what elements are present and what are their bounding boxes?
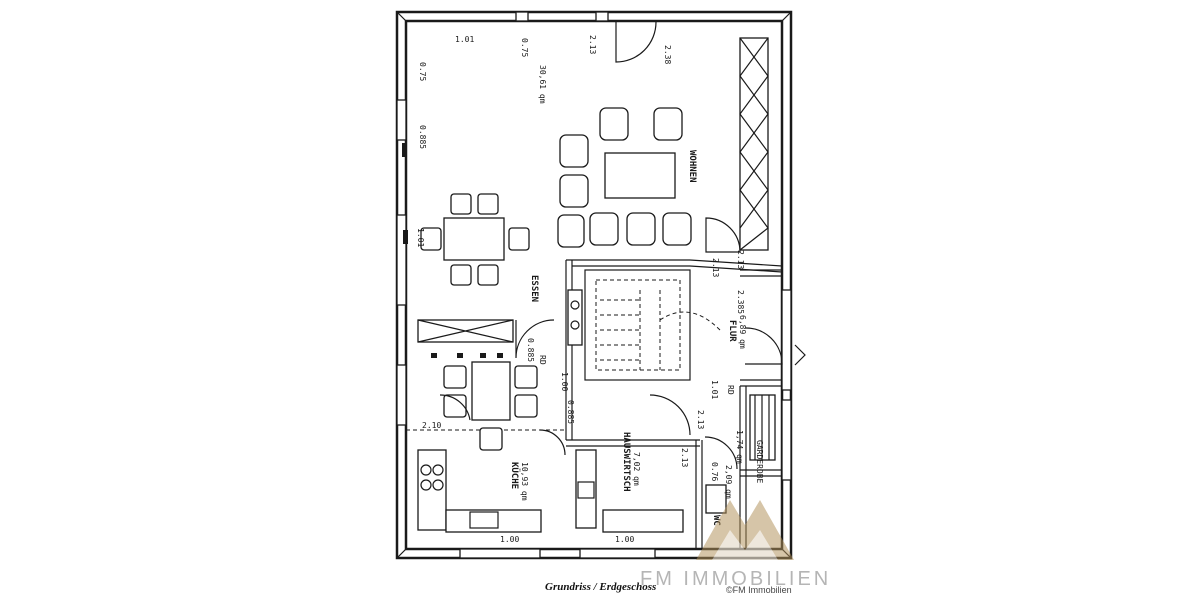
kitchen-units [417,319,542,533]
dimension-label: 2.13 [736,250,745,269]
dimension-label: RD [538,355,547,365]
markers [402,143,503,358]
copyright-text: ©FM Immobilien [726,585,792,595]
dimension-label: 2.13 [696,410,705,429]
dimension-label: 1.00 [560,372,569,391]
dimension-label: 2.13 [588,35,597,54]
brand-logo [696,500,794,560]
brand-watermark-text: FM IMMOBILIEN [640,568,832,590]
windows [396,11,792,559]
plan-caption: Grundriss / Erdgeschoss [545,581,657,593]
room-label-flur: FLUR [727,320,737,342]
dimension-label: 2.13 [680,448,689,467]
dimension-label: RD [726,385,735,395]
staircase [595,279,721,371]
dimension-label: 1.01 [710,380,719,399]
room-label-wohnen: WOHNEN [687,150,697,183]
dimension-label: 2.10 [422,421,441,430]
room-area-hauswirtsch: 7,02 qm [632,452,641,486]
dining-table [420,193,530,286]
dimension-label: 2.13 [711,258,720,277]
dimension-label: 2.38 [663,45,672,64]
doors [439,21,806,470]
wall-cabinet [739,37,769,251]
room-area-wc: 2,09 qm [724,465,733,499]
dimension-label: 0.76 [710,462,719,481]
dimension-label: 2.385 [736,290,745,314]
room-area-kueche: 10,93 qm [520,462,529,501]
utility-fixtures [567,289,776,533]
dimension-label: 0.885 [566,400,575,424]
room-label-garderobe: GARDEROBE [755,440,764,484]
dimension-label: 0.75 [418,62,427,81]
dimension-label: 0.75 [520,38,529,57]
dimension-label: 1.01 [455,35,474,44]
room-area-flur: 6,89 qm [738,315,747,349]
room-label-hauswirtsch: HAUSWIRTSCH [621,432,631,492]
room-label-essen: ESSEN [529,275,539,302]
dimension-label: 0.885 [526,338,535,362]
dimension-label: 0.885 [418,125,427,149]
living-furniture [557,107,692,248]
room-label-kueche: KÜCHE [509,462,520,489]
room-area-wohnen: 30,61 qm [538,65,547,104]
dimension-label: 1.01 [416,228,425,247]
room-area-garderobe: 1,74 qm [735,430,744,464]
dimension-label: 1.00 [615,535,634,544]
dimension-label: 1.00 [500,535,519,544]
room-label-wc: WC [711,515,721,526]
